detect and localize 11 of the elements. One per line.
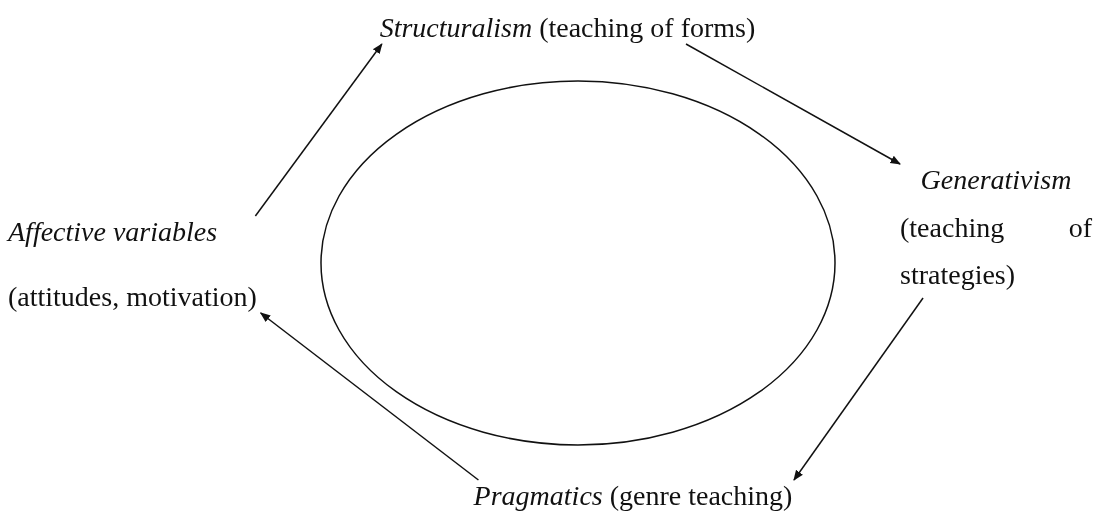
arrow bbox=[259, 312, 480, 481]
term-label: Pragmatics (genre teaching) bbox=[472, 480, 794, 512]
arrow bbox=[254, 43, 383, 217]
description-text: (attitudes, motivation) bbox=[8, 281, 258, 313]
term-label: Generativism bbox=[919, 164, 1073, 196]
description-text: (teaching of strategies) bbox=[900, 211, 1092, 292]
term-label: Structuralism (teaching of forms) bbox=[378, 12, 757, 44]
term-label: Affective variables bbox=[8, 216, 219, 248]
arrow bbox=[685, 43, 901, 165]
arrow bbox=[793, 297, 924, 481]
ellipse bbox=[320, 80, 836, 446]
